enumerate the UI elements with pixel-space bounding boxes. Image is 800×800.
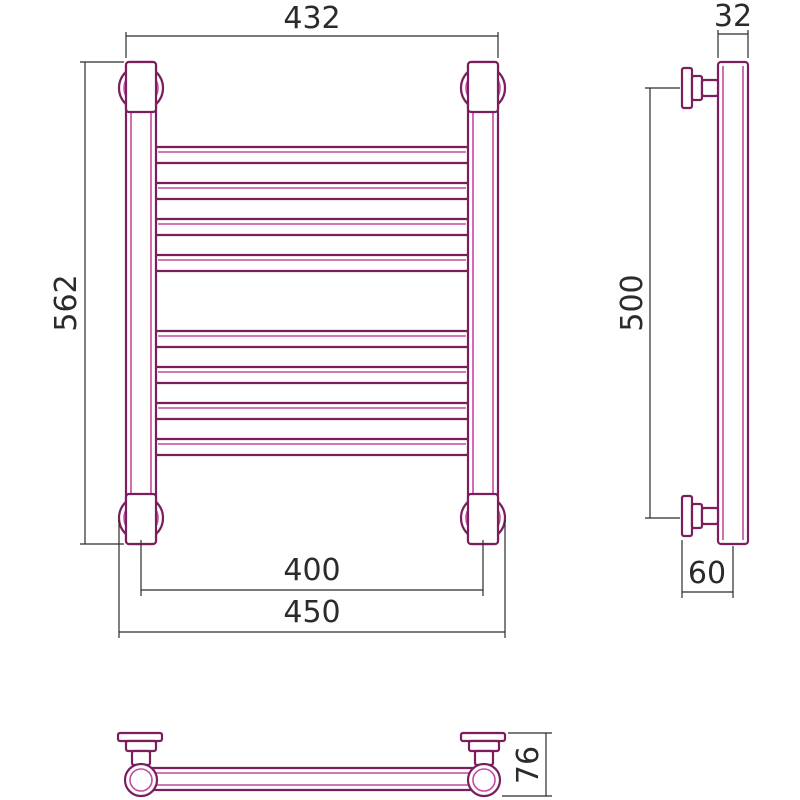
mount-top-left	[117, 60, 165, 114]
side-vertical-pipe	[716, 60, 750, 546]
rung-4	[148, 253, 476, 273]
dimension-60: 60	[681, 540, 734, 598]
rung-6	[148, 365, 476, 385]
right-vertical-pipe	[466, 60, 500, 546]
dimension-400: 400	[140, 540, 484, 596]
dimension-32: 32	[714, 0, 752, 58]
rung-8	[148, 437, 476, 457]
rung-2	[148, 181, 476, 201]
side-view: 32 500 60	[615, 0, 752, 598]
top-mount-right	[459, 731, 507, 798]
top-horizontal-pipe	[130, 766, 494, 792]
dimension-label-432: 432	[283, 1, 340, 36]
dimension-label-32: 32	[714, 0, 752, 34]
mount-bottom-right	[459, 492, 507, 546]
rung-5	[148, 329, 476, 349]
top-view: 76	[116, 731, 552, 798]
dimension-label-400: 400	[283, 553, 340, 588]
dimension-label-76: 76	[511, 746, 546, 784]
dimension-label-562: 562	[49, 274, 84, 331]
side-bracket-bottom	[680, 494, 720, 538]
dimension-76: 76	[502, 732, 552, 797]
dimension-450: 450	[118, 520, 506, 638]
left-vertical-pipe	[124, 60, 158, 546]
front-view: 432 562 400 450	[49, 1, 507, 638]
dimension-label-450: 450	[283, 595, 340, 630]
side-bracket-top	[680, 66, 720, 110]
rung-7	[148, 401, 476, 421]
top-mount-left	[116, 731, 164, 798]
rung-3	[148, 217, 476, 237]
dimension-label-500: 500	[615, 274, 650, 331]
dimension-562: 562	[49, 61, 124, 545]
mount-top-right	[459, 60, 507, 114]
dimension-label-60: 60	[688, 556, 726, 591]
rungs	[148, 145, 476, 457]
mount-bottom-left	[117, 492, 165, 546]
rung-1	[148, 145, 476, 165]
dimension-432: 432	[125, 1, 499, 58]
dimension-500: 500	[615, 87, 680, 519]
